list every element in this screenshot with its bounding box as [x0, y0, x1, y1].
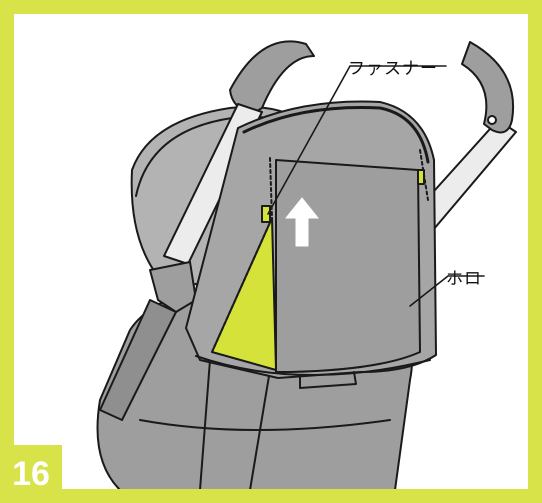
hood-bottom-edge [195, 355, 431, 376]
hood-rim [242, 106, 430, 164]
up-arrow-icon [284, 197, 320, 247]
zipper-track [211, 157, 273, 353]
hood-bottom-strip [299, 371, 357, 389]
zipper-leader-line [267, 65, 447, 215]
frame-hinge [149, 261, 197, 313]
seat-seam-1 [199, 359, 211, 489]
hood-front-panel [275, 159, 421, 373]
seat-seam-3 [139, 419, 391, 431]
right-handle-rivet [487, 115, 497, 125]
right-handle-grip [461, 41, 514, 134]
hood-label: ホロ [446, 269, 482, 289]
zipper-label: ファスナー [348, 59, 438, 79]
zipper-pull [261, 205, 271, 223]
left-handle-grip [229, 40, 315, 115]
step-number-badge: 16 [14, 445, 62, 489]
hood-leader-line [409, 275, 485, 307]
frame-lower-tube [99, 299, 177, 421]
zipper-right-pull [417, 169, 425, 185]
